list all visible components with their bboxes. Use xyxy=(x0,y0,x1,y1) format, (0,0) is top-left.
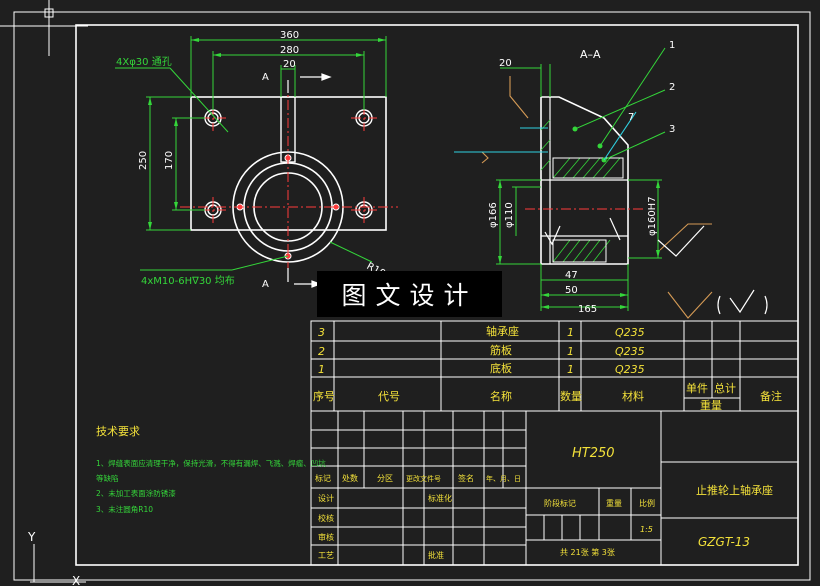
section-dimension-arrows xyxy=(498,126,660,309)
header-name: 名称 xyxy=(490,389,512,403)
label-change-doc: 更改文件号 xyxy=(406,474,441,483)
thread-callout: 4xM10-6H∇30 均布 xyxy=(141,275,235,287)
header-no: 序号 xyxy=(313,389,335,403)
label-standard: 标准化 xyxy=(428,493,452,503)
x-axis-label: X xyxy=(72,574,80,586)
material-value: HT250 xyxy=(572,446,615,461)
drawing-number: GZGT-13 xyxy=(698,535,750,549)
banner-text: 图文设计 xyxy=(341,281,478,310)
label-mark: 标记 xyxy=(315,473,331,483)
dim-overall-width: 360 xyxy=(280,30,299,41)
dim-dia160: φ160H7 xyxy=(647,196,658,236)
parts-list-text: 3 轴承座 1 Q235 2 筋板 1 Q235 1 底板 1 Q235 序号 … xyxy=(313,324,782,412)
dim-slot-width: 20 xyxy=(283,59,296,70)
tech-item-3: 3、未注圆角R10 xyxy=(96,504,153,514)
section-label-top: A xyxy=(262,72,269,83)
dim-top: 20 xyxy=(499,58,512,69)
row1-no: 1 xyxy=(318,363,325,376)
title-block-grid xyxy=(310,410,799,566)
dim-47: 47 xyxy=(565,270,578,281)
row1-material: Q235 xyxy=(615,363,645,376)
header-single: 单件 xyxy=(686,382,708,395)
row2-no: 2 xyxy=(318,345,325,358)
dim-dia166: φ166 xyxy=(488,202,499,228)
balloon-2: 2 xyxy=(669,82,675,93)
label-scale: 比例 xyxy=(639,498,655,508)
label-sign: 签名 xyxy=(458,473,474,483)
balloon-3: 3 xyxy=(669,124,675,135)
tech-item-1: 1、焊缝表面应清理干净，保持光滑，不得有漏焊、飞溅、焊瘤、凹坑 xyxy=(96,458,326,468)
hole-callout: 4Xφ30 通孔 xyxy=(116,56,172,68)
header-code: 代号 xyxy=(378,390,400,403)
header-remark: 备注 xyxy=(760,389,782,403)
section-dimension-lines xyxy=(496,47,666,311)
row3-name: 轴承座 xyxy=(486,324,519,338)
crosshair-cursor-icon xyxy=(0,0,88,56)
front-dimension-arrows xyxy=(148,38,386,230)
watermark-banner: 图文设计 xyxy=(317,271,502,317)
label-check: 审核 xyxy=(318,532,334,542)
label-date: 年、月、日 xyxy=(486,474,521,483)
y-axis-label: Y xyxy=(27,530,36,544)
dim-height-overall: 250 xyxy=(138,151,149,170)
section-title: A–A xyxy=(580,48,601,61)
label-approve: 批准 xyxy=(428,550,444,560)
dim-height-holes: 170 xyxy=(164,151,175,170)
cyan-leaders xyxy=(454,111,637,161)
row3-material: Q235 xyxy=(615,326,645,339)
balloon-1: 1 xyxy=(669,40,675,51)
part-name: 止推轮上轴承座 xyxy=(696,483,773,497)
header-qty: 数量 xyxy=(560,390,582,403)
row2-qty: 1 xyxy=(567,345,574,358)
section-view xyxy=(454,47,768,319)
outer-border xyxy=(13,11,811,581)
section-hatch xyxy=(540,119,621,263)
section-label-bottom: A xyxy=(262,279,269,290)
label-zone: 分区 xyxy=(377,474,393,483)
row1-name: 底板 xyxy=(490,361,512,375)
label-count: 处数 xyxy=(342,473,358,483)
header-material: 材料 xyxy=(622,389,644,403)
header-weight: 重量 xyxy=(700,398,722,412)
tech-item-1b: 等缺陷 xyxy=(96,473,119,483)
dim-hole-spacing: 280 xyxy=(280,45,299,56)
row3-qty: 1 xyxy=(567,326,574,339)
scale-value: 1:5 xyxy=(640,525,653,534)
dim-50: 50 xyxy=(565,285,578,296)
dim-dia110: φ110 xyxy=(504,202,515,228)
label-proof: 校核 xyxy=(318,513,334,523)
label-process: 工艺 xyxy=(318,551,334,560)
tech-title: 技术要求 xyxy=(96,425,140,438)
row2-name: 筋板 xyxy=(490,343,512,357)
row3-no: 3 xyxy=(318,326,325,339)
surface-finish-symbols xyxy=(544,217,768,315)
parts-list-grid xyxy=(310,320,799,412)
front-dimension-lines xyxy=(115,36,387,271)
tech-item-2: 2、未加工表面涂防锈漆 xyxy=(96,488,176,498)
dim-165: 165 xyxy=(578,304,597,315)
ucs-axis-icon xyxy=(30,544,86,583)
section-arrows xyxy=(287,73,332,288)
label-stage: 阶段标记 xyxy=(544,498,576,508)
front-view xyxy=(115,36,398,288)
header-total: 总计 xyxy=(714,381,736,395)
sheet-count: 共 21张 第 3张 xyxy=(560,547,615,557)
label-design: 设计 xyxy=(318,493,334,503)
row1-qty: 1 xyxy=(567,363,574,376)
row2-material: Q235 xyxy=(615,345,645,358)
balloon-7: 7 xyxy=(628,112,634,123)
title-block-labels: 标记 处数 分区 更改文件号 签名 年、月、日 设计 标准化 校核 审核 工艺 … xyxy=(315,473,655,560)
label-weight: 重量 xyxy=(606,498,622,508)
